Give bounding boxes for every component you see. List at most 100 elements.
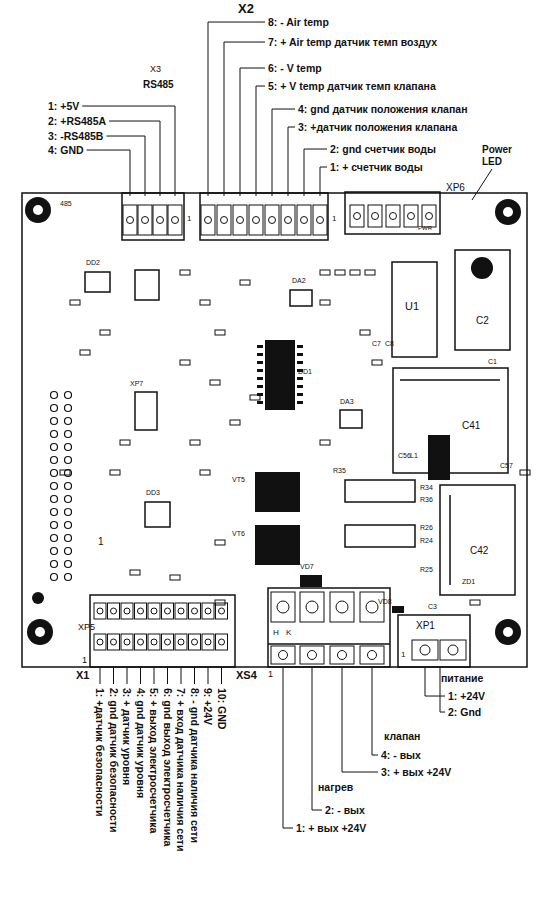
pin-label: 2: +RS485A — [48, 115, 106, 127]
terminal — [94, 634, 106, 650]
leader-line — [288, 127, 295, 196]
x1-connector — [90, 595, 235, 667]
capacitor-mark — [471, 257, 493, 279]
pin-label: 1: + счетчик воды — [330, 161, 423, 173]
part-name: DA3 — [340, 398, 354, 406]
header-hole — [51, 483, 58, 490]
part-name: VT5 — [232, 476, 245, 484]
ic-chip — [135, 270, 159, 300]
connector-name: X2 — [238, 2, 254, 17]
pin-label: 1: + вых +24V — [296, 822, 366, 834]
terminal — [135, 603, 147, 619]
xs4-connector — [268, 588, 390, 667]
terminal — [153, 205, 167, 235]
terminal — [94, 603, 106, 619]
header-hole — [65, 483, 72, 490]
smd-pad — [70, 300, 80, 305]
pin-label: 10: GND — [215, 688, 227, 729]
resistor-symbol — [345, 525, 415, 547]
terminal — [386, 205, 400, 227]
smd-pad — [130, 570, 140, 575]
smd-pad — [100, 330, 110, 335]
pin-label: 3: +датчик положения клапана — [298, 121, 457, 133]
leader-line — [224, 42, 265, 196]
smd-pad — [120, 440, 130, 445]
smd-pad — [180, 270, 190, 275]
pin-number: 1 — [98, 536, 104, 548]
pin-label: 2: gnd датчик безопасности — [107, 688, 119, 833]
header-hole — [65, 574, 72, 581]
header-hole — [51, 496, 58, 503]
pin-number: 1 — [401, 650, 405, 659]
leader-line — [109, 121, 160, 196]
terminal — [202, 603, 214, 619]
terminal — [360, 592, 384, 622]
leader-line — [113, 667, 114, 684]
leader-line — [272, 109, 295, 196]
header-hole — [65, 522, 72, 529]
part-name: R35 — [333, 467, 346, 475]
pin-label: 4: gnd датчик положения клапан — [298, 103, 468, 115]
terminal — [404, 205, 418, 227]
part-name: C7 — [372, 340, 381, 348]
leader-line — [240, 68, 265, 196]
silkscreen-text: H — [273, 628, 279, 637]
header-hole — [65, 548, 72, 555]
part-name: XP5 — [78, 622, 95, 632]
header-hole — [65, 457, 72, 464]
header-hole — [51, 509, 58, 516]
terminal — [138, 205, 152, 235]
terminal — [121, 634, 133, 650]
leader-line — [221, 667, 222, 684]
terminal — [271, 646, 295, 664]
pin-label: 8: - Air temp — [268, 16, 329, 28]
smd-pad — [350, 270, 360, 275]
pin-label: 6: gnd выход электросчетчика — [161, 688, 173, 846]
header-hole — [51, 470, 58, 477]
pin-number: 1 — [187, 214, 191, 223]
leader-line — [342, 667, 378, 772]
da3-chip — [340, 410, 362, 428]
terminal — [249, 205, 263, 235]
terminal — [368, 205, 382, 227]
smd-pad — [215, 540, 225, 545]
smd-pad — [365, 270, 375, 275]
connector-name: XP1 — [416, 620, 435, 632]
xp1-connector — [398, 615, 470, 667]
terminal — [271, 592, 295, 622]
part-name: R34 — [420, 484, 433, 492]
leader-line — [181, 667, 182, 684]
header-hole — [51, 535, 58, 542]
header-hole — [51, 574, 58, 581]
silkscreen-text: K — [286, 628, 291, 637]
smd-pad — [180, 360, 190, 365]
terminal — [297, 205, 311, 235]
smd-pad — [190, 440, 200, 445]
header-hole — [51, 444, 58, 451]
pin-label: 3: + датчик уровня — [121, 688, 133, 785]
leader-line — [472, 169, 492, 200]
leader-line — [127, 667, 128, 684]
smd-pad — [320, 270, 330, 275]
pin-label: 4: gnd датчик уровня — [134, 688, 146, 798]
terminal — [175, 603, 187, 619]
connector-name: XS4 — [236, 669, 257, 682]
part-name: XP7 — [130, 380, 143, 388]
terminal — [330, 592, 354, 622]
pin-number: 1 — [332, 214, 336, 223]
leader-line — [194, 667, 195, 684]
group-label: клапан — [384, 730, 420, 742]
header-hole — [65, 496, 72, 503]
terminal — [201, 205, 215, 235]
terminal — [123, 205, 137, 235]
terminal — [168, 205, 182, 235]
leader-line — [283, 667, 293, 828]
part-name: C41 — [462, 420, 480, 432]
leader-line — [100, 667, 101, 684]
header-hole — [65, 418, 72, 425]
terminal — [422, 205, 436, 227]
terminal — [300, 646, 324, 664]
part-name: C42 — [470, 545, 488, 557]
leader-line — [106, 136, 145, 196]
header-hole — [51, 548, 58, 555]
